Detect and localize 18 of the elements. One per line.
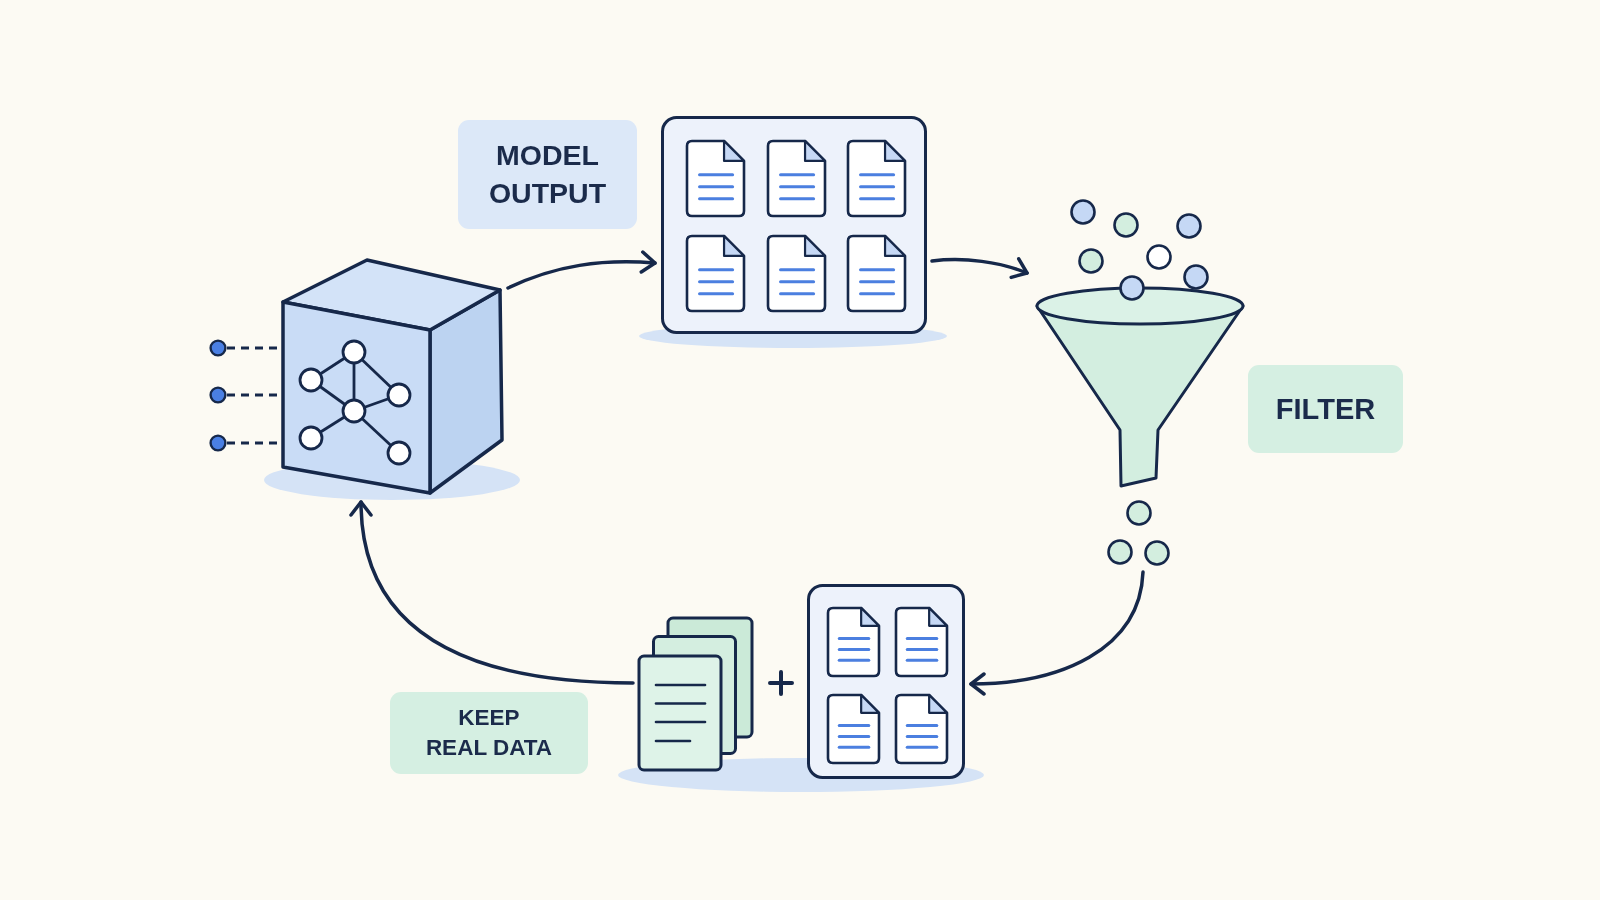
label-card bbox=[1248, 365, 1403, 453]
arrow bbox=[930, 257, 1029, 280]
input-dot bbox=[209, 386, 227, 404]
document-stack bbox=[637, 616, 754, 772]
input-dot bbox=[209, 434, 227, 452]
arrow bbox=[350, 500, 635, 685]
input-dot bbox=[209, 339, 227, 357]
step-label: MODEL OUTPUT bbox=[487, 137, 608, 211]
label-card bbox=[458, 120, 637, 229]
label-card bbox=[390, 692, 588, 774]
filter-funnel bbox=[1034, 198, 1246, 566]
arrow bbox=[506, 250, 657, 290]
model-cube bbox=[278, 256, 506, 497]
document-panel bbox=[807, 584, 965, 779]
arrow bbox=[969, 570, 1145, 696]
document-panel bbox=[661, 116, 927, 334]
step-label: KEEP REAL DATA bbox=[425, 704, 553, 762]
step-label: FILTER bbox=[1275, 391, 1376, 427]
